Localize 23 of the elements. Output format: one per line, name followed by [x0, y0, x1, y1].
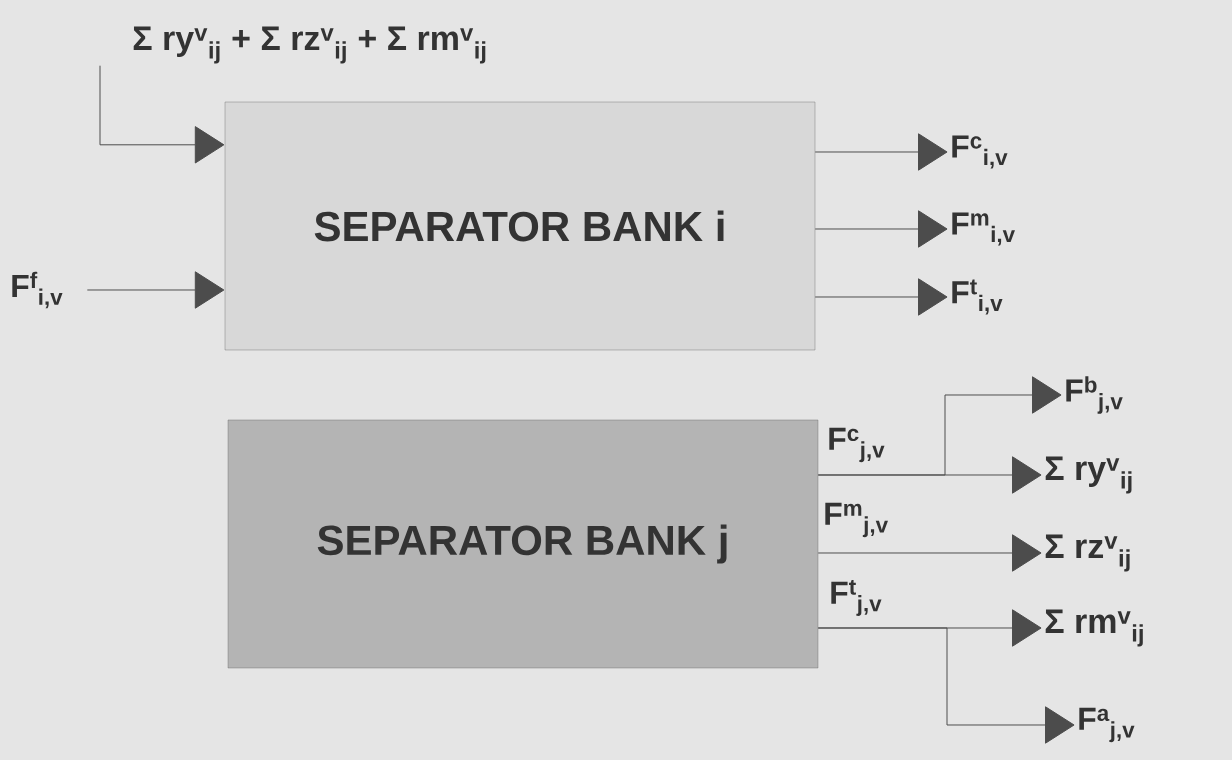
separator-box: SEPARATOR BANK i [224, 101, 816, 351]
flow-label: Σ rz$^{v}$ij [1045, 534, 1130, 572]
flow-label: F$^{c}$i,v [952, 135, 1008, 169]
arrow [817, 456, 1042, 494]
flow-label: Σ ry$^{v}$ij [1045, 456, 1132, 494]
flow-label: Σ rm$^{v}$ij [1045, 609, 1143, 647]
separator-box: SEPARATOR BANK j [227, 419, 819, 669]
arrow [99, 65, 225, 164]
arrow [817, 627, 1075, 744]
arrow [817, 534, 1042, 572]
arrow [86, 271, 225, 309]
flow-label: F$^{b}$j,v [1066, 376, 1123, 414]
flow-label: F$^{m}$i,v [952, 212, 1015, 246]
arrow [814, 278, 948, 316]
edge-label: F$^{m}$j,v [825, 502, 888, 538]
flow-label: F$^{a}$j,v [1079, 707, 1135, 743]
edge-label: F$^{t}$j,v [831, 580, 882, 616]
arrow [814, 133, 948, 171]
flow-label: Σ ry$^{v}$$_{ij}$ + Σ rz$^{v}$$_{ij}$ + Σ rm$^{v}$ij [133, 26, 486, 64]
arrow [814, 210, 948, 248]
flow-label: F$^{t}$i,v [952, 279, 1003, 315]
flow-label: F$^{f}$i,v [12, 271, 63, 309]
edge-label: F$^{c}$j,v [829, 427, 885, 463]
